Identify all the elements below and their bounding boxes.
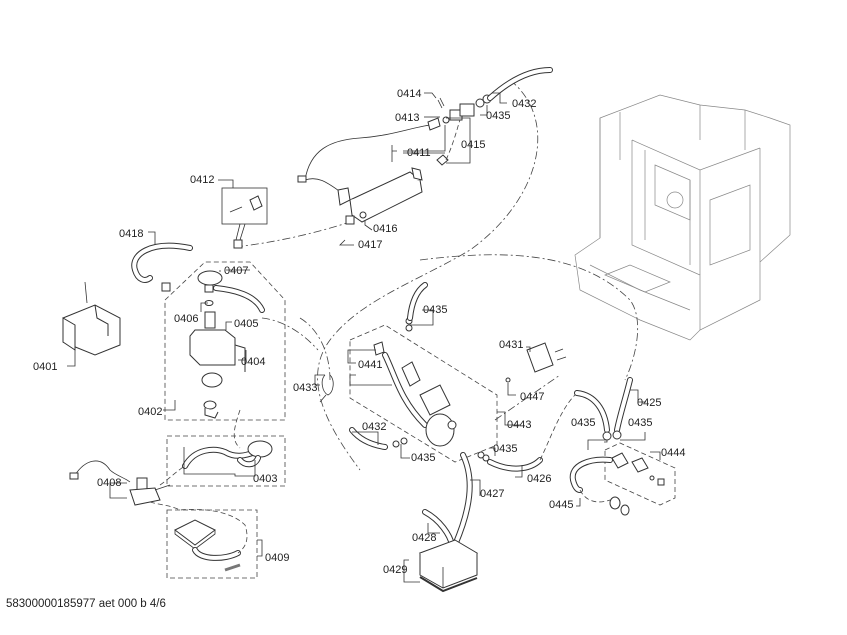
label-0409[interactable]: 0409 xyxy=(265,552,289,564)
label-0414[interactable]: 0414 xyxy=(397,88,421,100)
heater-assembly xyxy=(297,94,492,225)
label-0427[interactable]: 0427 xyxy=(480,488,504,500)
hose-0432-top xyxy=(487,67,553,101)
box-0403 xyxy=(166,435,286,487)
clip-box xyxy=(221,187,268,249)
route-line-main xyxy=(317,79,539,471)
route-line-right xyxy=(419,254,638,381)
part-0409 xyxy=(174,519,241,572)
label-0416[interactable]: 0416 xyxy=(373,223,397,235)
part-0443-group xyxy=(373,341,457,447)
label-0435a[interactable]: 0435 xyxy=(486,110,510,122)
label-0433[interactable]: 0433 xyxy=(293,382,317,394)
part-0431 xyxy=(505,342,567,383)
bracket-0401 xyxy=(62,281,121,356)
label-0432b[interactable]: 0432 xyxy=(362,421,386,433)
label-0447[interactable]: 0447 xyxy=(520,391,544,403)
label-0445[interactable]: 0445 xyxy=(549,499,573,511)
machine-housing xyxy=(574,94,791,341)
label-0426[interactable]: 0426 xyxy=(527,473,551,485)
part-0403 xyxy=(182,440,273,469)
label-0401[interactable]: 0401 xyxy=(33,361,57,373)
document-footer: 58300000185977 aet 000 b 4/6 xyxy=(6,598,166,610)
label-0444[interactable]: 0444 xyxy=(661,447,685,459)
label-0403[interactable]: 0403 xyxy=(253,473,277,485)
label-0441[interactable]: 0441 xyxy=(358,359,382,371)
pump-group xyxy=(189,270,265,419)
label-0418[interactable]: 0418 xyxy=(119,228,143,240)
part-0444 xyxy=(611,452,665,486)
label-0431[interactable]: 0431 xyxy=(499,339,523,351)
label-0406[interactable]: 0406 xyxy=(174,313,198,325)
label-0415[interactable]: 0415 xyxy=(461,139,485,151)
label-0443[interactable]: 0443 xyxy=(507,419,531,431)
box-0444 xyxy=(604,442,676,506)
label-0417[interactable]: 0417 xyxy=(358,239,382,251)
route-line-447 xyxy=(494,374,561,421)
label-0402[interactable]: 0402 xyxy=(138,406,162,418)
label-0425[interactable]: 0425 xyxy=(637,397,661,409)
label-0413[interactable]: 0413 xyxy=(395,112,419,124)
label-0429[interactable]: 0429 xyxy=(383,564,407,576)
label-0408[interactable]: 0408 xyxy=(97,477,121,489)
label-0435e[interactable]: 0435 xyxy=(571,417,595,429)
label-0407[interactable]: 0407 xyxy=(224,265,248,277)
leader-lines xyxy=(67,92,661,583)
part-0408 xyxy=(69,460,171,506)
box-0443 xyxy=(349,324,498,463)
tank-0429 xyxy=(418,539,479,593)
part-0433 xyxy=(319,374,334,403)
route-line-mid xyxy=(299,317,331,381)
label-0411[interactable]: 0411 xyxy=(407,147,431,159)
label-0432a[interactable]: 0432 xyxy=(512,98,536,110)
label-0435d[interactable]: 0435 xyxy=(493,443,517,455)
route-line-left xyxy=(261,317,319,351)
part-labels: 0414 0432 0413 0435 0411 0415 0412 0416 … xyxy=(33,88,685,576)
label-0435f[interactable]: 0435 xyxy=(628,417,652,429)
label-0435c[interactable]: 0435 xyxy=(411,452,435,464)
label-0405[interactable]: 0405 xyxy=(234,318,258,330)
route-line-upper xyxy=(234,221,351,248)
box-0409 xyxy=(166,509,258,579)
label-0412[interactable]: 0412 xyxy=(190,174,214,186)
label-0428[interactable]: 0428 xyxy=(412,532,436,544)
label-0404[interactable]: 0404 xyxy=(241,356,265,368)
label-0435b[interactable]: 0435 xyxy=(423,304,447,316)
